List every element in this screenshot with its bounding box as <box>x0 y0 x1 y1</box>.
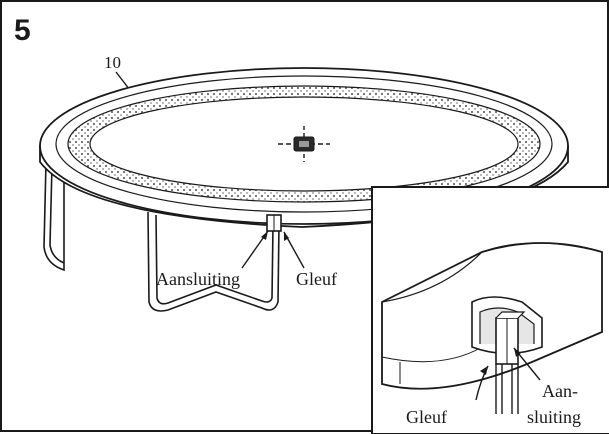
slot-label: Gleuf <box>296 269 337 289</box>
step-number: 5 <box>14 14 31 47</box>
part-number-label: 10 <box>104 53 121 72</box>
detail-inset: Gleuf Aan- sluiting <box>371 186 609 434</box>
frame-connection-point <box>266 214 282 232</box>
detail-connection-label-line1: Aan- <box>542 381 578 401</box>
connection-label: Aansluiting <box>156 269 240 289</box>
trampoline-pad <box>39 67 569 232</box>
detail-connection-label-line2: sluiting <box>527 407 581 427</box>
mat-center-mark <box>278 126 330 162</box>
detail-slot-label: Gleuf <box>406 407 447 427</box>
